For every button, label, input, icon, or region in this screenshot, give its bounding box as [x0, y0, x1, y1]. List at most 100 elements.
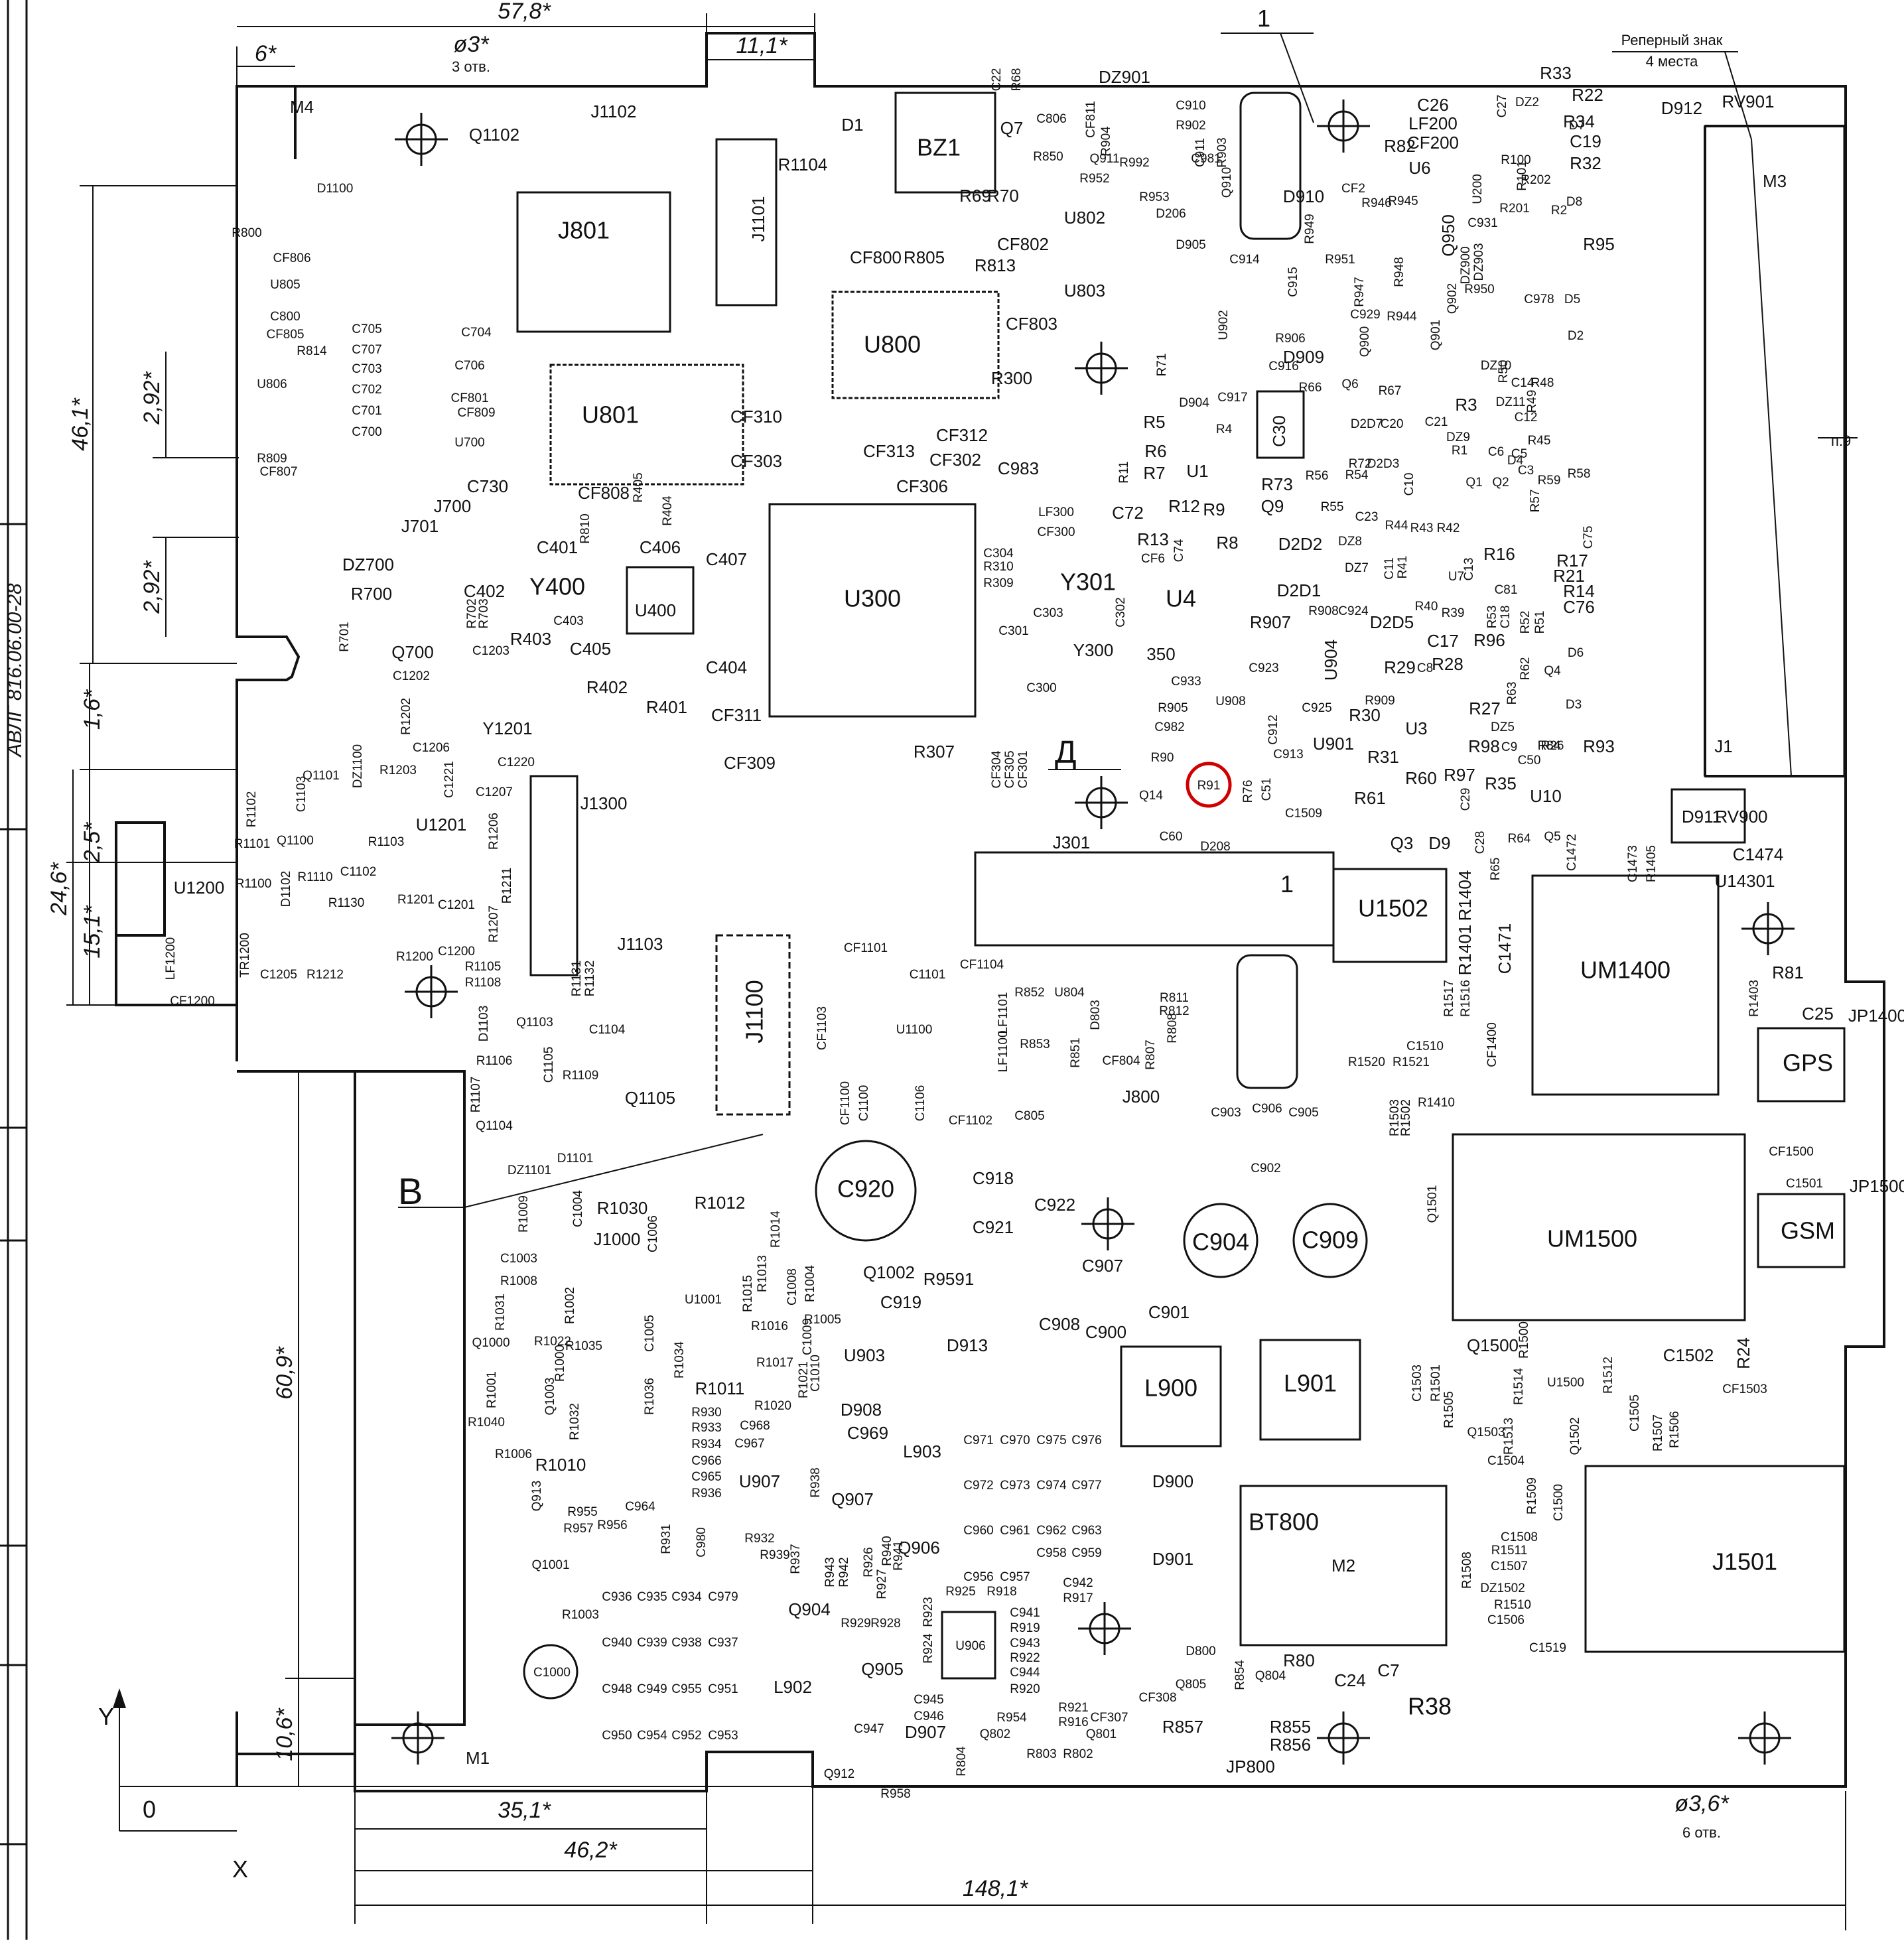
component-label-r41: R41: [1396, 556, 1410, 579]
axis-y-label: Y: [98, 1703, 114, 1730]
component-label-c976: C976: [1071, 1434, 1101, 1447]
component-label-u6: U6: [1408, 158, 1430, 178]
component-label-d909: D909: [1283, 347, 1324, 367]
component-label-c912: C912: [1266, 714, 1280, 744]
component-label-c940: C940: [602, 1636, 632, 1650]
component-label-c971: C971: [963, 1434, 993, 1447]
component-label-c969: C969: [847, 1423, 888, 1443]
component-label-r76: R76: [1241, 780, 1255, 803]
component-label-c1100: C1100: [857, 1085, 871, 1122]
component-label-c1221: C1221: [442, 761, 456, 798]
component-label-d8: D8: [1566, 195, 1582, 209]
component-label-c903: C903: [1211, 1106, 1241, 1120]
component-label-r906: R906: [1275, 332, 1305, 346]
component-label-r27: R27: [1469, 699, 1501, 718]
component-label-c977: C977: [1071, 1479, 1101, 1493]
component-label-r800: R800: [232, 226, 261, 240]
component-label-r82: R82: [1384, 136, 1416, 156]
component-label-r64: R64: [1508, 832, 1531, 846]
component-label-r805: R805: [904, 247, 945, 267]
component-label-u802: U802: [1064, 208, 1105, 228]
component-label-m3: M3: [1763, 171, 1787, 191]
component-label-c1203: C1203: [472, 644, 510, 658]
component-label-c1003: C1003: [500, 1252, 537, 1266]
component-label-u806: U806: [257, 377, 287, 391]
component-label-r21: R21: [1553, 566, 1585, 586]
component-label-r98: R98: [1468, 736, 1500, 756]
component-label-q802: Q802: [980, 1727, 1010, 1741]
component-label-cf1101: CF1101: [844, 941, 888, 955]
component-label-d911: D911: [1682, 807, 1722, 827]
component-label-c403: C403: [553, 614, 583, 628]
component-label-cf802: CF802: [997, 234, 1049, 254]
component-label-r405: R405: [632, 472, 646, 502]
component-label-c946: C946: [914, 1709, 943, 1723]
component-label-q1003: Q1003: [543, 1377, 557, 1415]
component-label-r1001: R1001: [485, 1371, 499, 1408]
component-label-r814: R814: [297, 344, 327, 358]
component-label-r404: R404: [661, 496, 675, 526]
component-label-r91: R91: [1197, 779, 1221, 793]
component-label-c76: C76: [1563, 597, 1595, 617]
dim-10-6: 10,6*: [272, 1708, 297, 1761]
component-label-q7: Q7: [1000, 118, 1024, 138]
component-label-r80: R80: [1283, 1650, 1315, 1670]
component-label-cf312: CF312: [936, 425, 988, 445]
component-label-r1105: R1105: [465, 960, 502, 974]
frame-code: АВЛГ 816.06.00-28: [4, 583, 26, 758]
component-label-d2d2: D2D2: [1278, 534, 1322, 554]
mounting-hole: [1317, 100, 1370, 153]
component-label-r70: R70: [987, 186, 1019, 206]
component-label-j1000: J1000: [594, 1229, 641, 1249]
component-label-r33: R33: [1540, 63, 1572, 83]
component-label-c81: C81: [1495, 583, 1518, 597]
component-label-cf1100: CF1100: [839, 1081, 852, 1125]
component-label-r1100: R1100: [236, 877, 272, 891]
component-label-r1003: R1003: [562, 1608, 599, 1622]
view-d-label: Д: [1055, 735, 1077, 770]
view-b-label: B: [398, 1170, 423, 1212]
component-label-q4: Q4: [1544, 664, 1561, 678]
component-label-c24: C24: [1334, 1670, 1366, 1690]
component-label-r55: R55: [1321, 500, 1344, 514]
component-label-d4: D4: [1507, 454, 1524, 468]
component-label-r1507: R1507: [1651, 1414, 1665, 1451]
component-label-r934: R934: [691, 1438, 722, 1451]
component-label-c1220: C1220: [498, 756, 535, 770]
component-label-c707: C707: [352, 343, 381, 357]
component-label-dz901: DZ901: [1099, 67, 1150, 87]
component-label-c957: C957: [1000, 1570, 1030, 1584]
component-label-l903: L903: [903, 1441, 941, 1461]
component-label-q911: Q911: [1089, 152, 1119, 166]
body-u1502: [1332, 868, 1448, 963]
component-label-c914: C914: [1229, 253, 1260, 267]
component-label-c1500: C1500: [1552, 1484, 1566, 1521]
component-label-r701: R701: [338, 622, 352, 651]
component-label-r1104: R1104: [778, 155, 828, 174]
component-label-r100: R100: [1501, 153, 1530, 167]
component-label-c22: C22: [990, 68, 1004, 92]
component-label-d1: D1: [841, 115, 863, 135]
component-label-c1006: C1006: [646, 1215, 660, 1252]
component-label-r34: R34: [1563, 111, 1595, 131]
component-label-r300: R300: [991, 368, 1032, 388]
component-label-r1000: R1000: [553, 1345, 567, 1382]
component-label-r802: R802: [1063, 1747, 1093, 1761]
component-label-um1400: UM1400: [1580, 957, 1670, 984]
component-label-u908: U908: [1215, 695, 1245, 708]
component-label-c60: C60: [1160, 830, 1183, 844]
component-label-r45: R45: [1528, 434, 1551, 448]
component-label-c1104: C1104: [589, 1023, 626, 1037]
body-bt800: [1239, 1485, 1448, 1646]
component-label-r957: R957: [563, 1522, 593, 1536]
component-label-c902: C902: [1251, 1162, 1280, 1175]
component-label-c1505: C1505: [1628, 1394, 1642, 1432]
component-label-c13: C13: [1462, 558, 1476, 581]
component-label-d3: D3: [1566, 698, 1582, 712]
component-label-q14: Q14: [1139, 789, 1163, 803]
component-label-r50: R50: [1497, 360, 1511, 383]
component-label-c50: C50: [1518, 754, 1541, 768]
component-label-u14301: U14301: [1714, 871, 1775, 891]
component-label-r1034: R1034: [673, 1341, 687, 1378]
component-label-r1103: R1103: [368, 835, 405, 849]
